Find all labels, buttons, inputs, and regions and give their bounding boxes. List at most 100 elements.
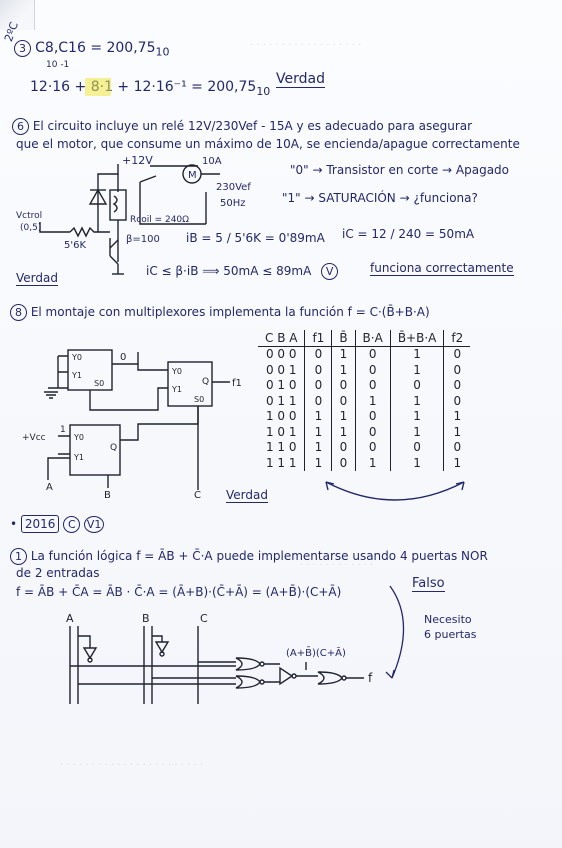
answer-falso: Falso — [412, 576, 445, 592]
q6-answer: Verdad — [16, 270, 58, 286]
table-header: B̄+B·A — [390, 330, 445, 347]
question-number: 1 — [10, 548, 27, 565]
table-cell: 1 — [304, 455, 333, 471]
table-cell: 0 — [355, 377, 391, 393]
table-cell: 0 — [331, 393, 356, 409]
table-cell: 1 — [390, 362, 445, 378]
ac-freq-label: 50Hz — [220, 198, 246, 209]
q3-line2-text: 12·16 + 8·1 + 12·16⁻¹ = 200,75 — [30, 79, 257, 95]
relay-switch — [139, 175, 157, 212]
relay-coil — [109, 189, 127, 221]
not-gate-1 — [279, 666, 294, 686]
table-cell: 1 — [453, 424, 462, 439]
mux3-y0-label: Y0 — [73, 433, 84, 442]
table-cell: 0 — [390, 439, 445, 455]
table-cell: 1 — [453, 409, 462, 424]
table-cell: 0 — [453, 393, 462, 408]
table-cell: 1 1 1 — [258, 455, 306, 471]
transistor-collector — [109, 239, 119, 262]
table-cell: 0 — [390, 377, 445, 393]
table-header: B̄ — [331, 330, 356, 347]
wire — [97, 164, 119, 232]
ac-voltage-label: 230Vef — [216, 182, 251, 193]
wire — [112, 363, 168, 371]
table-cell: 1 1 0 — [258, 439, 306, 455]
highlight-mark — [85, 78, 111, 96]
table-cell: 1 — [304, 408, 333, 424]
q6-calc-ib: iB = 5 / 5'6K = 0'89mA — [186, 231, 325, 245]
beta-label: β=100 — [126, 234, 160, 245]
question-8: 8 El montaje con multiplexores implement… — [10, 304, 430, 321]
base-resistor — [69, 226, 110, 238]
section-2016-header: • 2016 C V1 — [10, 515, 105, 533]
mux3-q-label: Q — [110, 443, 117, 453]
q3-line1-under: 10 -1 — [46, 60, 70, 70]
table-header-row: C B A f1 B̄ B·A B̄+B·A f2 — [258, 330, 471, 347]
q6-calc-ic: iC = 12 / 240 = 50mA — [342, 227, 475, 241]
output-f-label: f — [368, 671, 373, 685]
check-mark-icon: V — [321, 263, 339, 280]
table-cell: 0 1 1 — [258, 393, 306, 409]
table-cell: 0 — [453, 378, 462, 393]
table-cell: 0 — [355, 346, 391, 362]
wire — [48, 355, 68, 389]
input-a-label: A — [46, 482, 53, 493]
q6-calc-check: iC ≤ β·iB ⟹ 50mA ≤ 89mA V — [146, 263, 339, 280]
table-cell: 1 — [390, 393, 445, 409]
mux1-s0-label: S0 — [94, 379, 104, 388]
table-cell: 1 — [304, 424, 333, 440]
c-mark: C — [63, 516, 81, 533]
mux2-y0-label: Y0 — [171, 367, 182, 376]
question-number: 8 — [10, 304, 27, 321]
wire — [89, 387, 168, 411]
input-a-rails — [69, 626, 79, 704]
q3-line2: 12·16 + 8·1 + 12·16⁻¹ = 200,7510 — [30, 79, 270, 100]
table-cell: 0 — [331, 377, 356, 393]
circuit-expression-label: (A+B̄)(C+Ā) — [286, 646, 346, 659]
table-cell: 1 — [355, 393, 391, 409]
input-a-label: A — [66, 612, 74, 625]
q6-line1: El circuito incluye un relé 12V/230Vef -… — [32, 119, 473, 133]
table-cell: 0 — [304, 377, 333, 393]
table-cell: 0 — [331, 455, 356, 471]
one-label: 1 — [60, 425, 66, 435]
q8-line1: El montaje con multiplexores implementa … — [30, 305, 430, 319]
q1-derivation: f = ĀB + C̄A = ĀB · C̄·A = (Ā+B)·(C̄+Ā) … — [16, 585, 342, 599]
q1-answer: Falso — [412, 576, 445, 592]
input-b-label: B — [104, 490, 111, 500]
f1-output-label: f1 — [232, 378, 242, 389]
table-header: f2 — [443, 330, 471, 347]
table-header: B·A — [355, 330, 391, 347]
rcoil-label: Rcoil = 240Ω — [130, 215, 189, 225]
table-cell: 0 — [304, 346, 333, 362]
table-cell: 1 — [331, 362, 356, 378]
table-cell: 0 — [355, 362, 391, 378]
mux2-s0-label: S0 — [194, 395, 204, 404]
table-cell: 0 — [355, 408, 391, 424]
q6-line2: que el motor, que consume un máximo de 1… — [16, 137, 520, 151]
table-cell: 0 0 0 — [258, 346, 306, 362]
pointer-arrow — [385, 585, 405, 679]
question-1: 1 La función lógica f = ĀB + C̄·A puede … — [10, 548, 488, 565]
vctrol-range-label: (0,5) — [20, 223, 41, 233]
nor-gate-3 — [317, 671, 343, 685]
answer-verdad: Verdad — [276, 71, 325, 88]
input-b-label: B — [142, 612, 150, 625]
page-corner-fold — [0, 0, 35, 30]
nor-gate-1 — [235, 657, 261, 671]
question-6: 6 El circuito incluye un relé 12V/230Vef… — [12, 118, 472, 135]
question-number: 6 — [12, 118, 29, 135]
nor-gate-circuit-diagram: A B C f (A+B̄)(C+Ā) — [66, 612, 373, 704]
table-cell: 1 — [453, 455, 462, 470]
q6-note2: "1" → SATURACIÓN → ¿funciona? — [282, 191, 478, 205]
mux3-y1-label: Y1 — [73, 453, 84, 462]
table-cell: 1 — [331, 424, 356, 440]
table-cell: 1 — [390, 455, 445, 471]
table-cell: 1 — [390, 424, 445, 440]
table-cell: 0 — [453, 347, 462, 362]
